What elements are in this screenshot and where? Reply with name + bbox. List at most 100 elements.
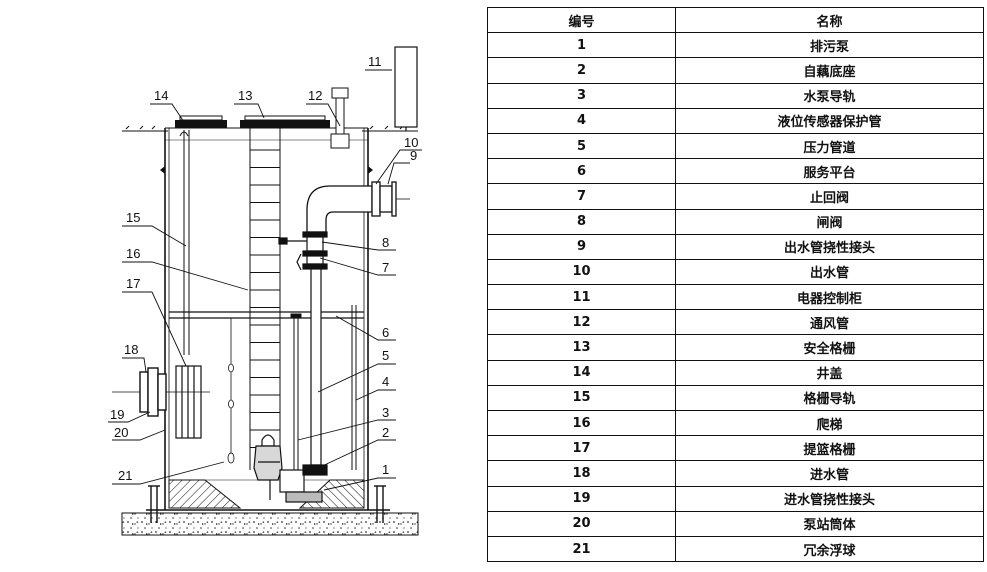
cell-number: 2	[487, 57, 676, 84]
cell-number: 18	[487, 460, 676, 487]
callout-12: 12	[308, 88, 322, 103]
level-sensor-tube	[351, 305, 357, 470]
cell-number: 13	[487, 334, 676, 361]
callout-11: 11	[368, 54, 382, 69]
cell-name: 出水管挠性接头	[675, 233, 984, 260]
cell-name: 闸阀	[675, 208, 984, 235]
callout-17: 17	[126, 276, 140, 291]
cell-number: 9	[487, 233, 676, 260]
callout-4: 4	[382, 374, 389, 389]
callout-16: 16	[126, 246, 140, 261]
cell-name: 通风管	[675, 309, 984, 336]
callout-7: 7	[382, 260, 389, 275]
cell-name: 进水管	[675, 460, 984, 487]
vent-pipe	[330, 87, 350, 149]
pump-guide-rail	[290, 313, 302, 470]
cell-name: 压力管道	[675, 132, 984, 160]
redundant-float	[227, 318, 235, 464]
cell-name: 安全格栅	[675, 334, 984, 361]
lifting-lugs	[160, 166, 373, 174]
cell-number: 6	[487, 158, 676, 185]
cell-number: 1	[487, 32, 676, 59]
cell-number: 11	[487, 284, 676, 311]
cell-number: 20	[487, 510, 676, 537]
cell-name: 格栅导轨	[675, 384, 984, 412]
cell-name: 自藕底座	[675, 57, 984, 84]
callout-19: 19	[110, 407, 124, 422]
cell-number: 16	[487, 409, 676, 437]
control-cabinet	[394, 46, 418, 131]
cell-name: 液位传感器保护管	[675, 107, 984, 134]
anchor-bolts	[148, 485, 386, 523]
grating-guide-rail	[179, 130, 190, 355]
callout-2: 2	[382, 425, 389, 440]
callout-14: 14	[154, 88, 168, 103]
callout-3: 3	[382, 405, 389, 420]
ladder	[249, 128, 281, 470]
ground-line	[122, 125, 418, 132]
table-header-row: 编号 名称	[487, 6, 984, 34]
callout-8: 8	[382, 235, 389, 250]
leader-lines	[108, 69, 422, 491]
cell-number: 12	[487, 309, 676, 336]
callout-1: 1	[382, 462, 389, 477]
discharge-pipe	[306, 181, 410, 233]
safety-grating	[240, 115, 330, 128]
cell-number: 15	[487, 384, 676, 412]
cell-number: 4	[487, 107, 676, 134]
cell-number: 19	[487, 485, 676, 512]
service-platform	[169, 311, 364, 319]
cell-number: 21	[487, 535, 676, 563]
cell-number: 3	[487, 82, 676, 109]
cell-name: 进水管挠性接头	[675, 485, 984, 512]
callout-10: 10	[404, 135, 418, 150]
cell-name: 井盖	[675, 359, 984, 386]
callout-9: 9	[410, 148, 417, 163]
header-number: 编号	[487, 6, 676, 34]
cell-name: 出水管	[675, 258, 984, 286]
callout-5: 5	[382, 348, 389, 363]
callout-13: 13	[238, 88, 252, 103]
cell-name: 服务平台	[675, 158, 984, 185]
cell-name: 排污泵	[675, 32, 984, 59]
callout-15: 15	[126, 210, 140, 225]
cell-number: 14	[487, 359, 676, 386]
callout-18: 18	[124, 342, 138, 357]
callout-6: 6	[382, 325, 389, 340]
sump-slope-left	[168, 479, 242, 509]
header-name: 名称	[675, 6, 984, 34]
cell-name: 提篮格栅	[675, 435, 984, 462]
manhole-cover	[175, 115, 227, 128]
sewage-pump	[253, 434, 328, 503]
foundation-slab	[121, 512, 419, 536]
cell-number: 17	[487, 435, 676, 462]
cell-number: 8	[487, 208, 676, 235]
cell-name: 电器控制柜	[675, 284, 984, 311]
cell-name: 止回阀	[675, 183, 984, 210]
inlet-pipe	[112, 367, 210, 417]
callout-20: 20	[114, 425, 128, 440]
valves-and-pressure-pipe	[278, 231, 328, 466]
cell-number: 5	[487, 132, 676, 160]
pump-station-diagram: 1 2 3 4 5 6 7 8 9 10 11 12 13 14 15 16 1…	[108, 46, 422, 536]
cell-name: 水泵导轨	[675, 82, 984, 109]
